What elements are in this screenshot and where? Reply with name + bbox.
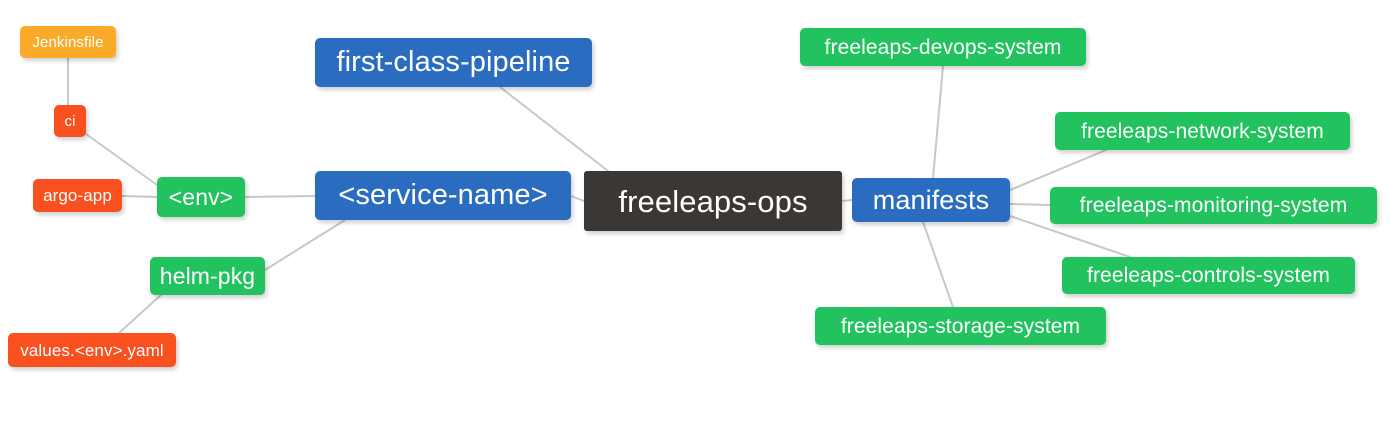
mindmap-node-manifests[interactable]: manifests [852,178,1010,222]
mindmap-node-first-class-pipeline[interactable]: first-class-pipeline [315,38,592,87]
mindmap-node-argo-app[interactable]: argo-app [33,179,122,212]
edge-freeleaps-ops-to-first-class-pipeline [499,86,609,172]
edge-env-to-argo-app [121,195,158,198]
mindmap-node-label: values.<env>.yaml [20,340,164,360]
mindmap-node-service-name[interactable]: <service-name> [315,171,571,220]
mindmap-node-helm-pkg[interactable]: helm-pkg [150,257,265,295]
mindmap-node-freeleaps-storage-system[interactable]: freeleaps-storage-system [815,307,1106,345]
edge-freeleaps-ops-to-service-name [570,195,585,202]
mindmap-node-freeleaps-devops-system[interactable]: freeleaps-devops-system [800,28,1086,66]
edge-manifests-to-freeleaps-devops-system [932,65,944,179]
mindmap-node-jenkinsfile[interactable]: Jenkinsfile [20,26,116,58]
mindmap-node-label: <env> [168,183,234,210]
mindmap-node-freeleaps-network-system[interactable]: freeleaps-network-system [1055,112,1350,150]
mindmap-node-ci[interactable]: ci [54,105,86,137]
mindmap-node-label: freeleaps-ops [618,183,808,219]
mindmap-node-freeleaps-monitoring-system[interactable]: freeleaps-monitoring-system [1050,187,1377,224]
mindmap-node-label: first-class-pipeline [336,46,571,78]
mindmap-node-values-env-yaml[interactable]: values.<env>.yaml [8,333,176,367]
mindmap-node-label: manifests [872,184,990,215]
mindmap-node-env[interactable]: <env> [157,177,245,217]
edge-service-name-to-env [244,195,316,198]
edge-manifests-to-freeleaps-monitoring-system [1009,203,1051,206]
mindmap-node-label: argo-app [43,186,112,205]
mindmap-node-freeleaps-ops[interactable]: freeleaps-ops [584,171,842,231]
mindmap-node-label: freeleaps-storage-system [840,314,1081,338]
edge-freeleaps-ops-to-manifests [841,199,853,202]
edge-service-name-to-helm-pkg [264,219,346,271]
mindmap-node-label: freeleaps-devops-system [824,35,1062,59]
edge-helm-pkg-to-values-env-yaml [118,293,163,334]
edge-manifests-to-freeleaps-storage-system [922,221,954,308]
mindmap-node-label: freeleaps-network-system [1081,119,1324,143]
mindmap-node-label: <service-name> [338,179,548,211]
edge-env-to-ci [85,133,158,186]
mindmap-node-label: freeleaps-monitoring-system [1079,194,1348,217]
mindmap-node-freeleaps-controls-system[interactable]: freeleaps-controls-system [1062,257,1355,294]
mindmap-node-label: Jenkinsfile [32,33,104,51]
mindmap-node-label: ci [64,112,76,130]
mindmap-node-label: freeleaps-controls-system [1087,264,1330,287]
edge-manifests-to-freeleaps-network-system [1009,149,1107,191]
mindmap-node-label: helm-pkg [159,262,256,289]
